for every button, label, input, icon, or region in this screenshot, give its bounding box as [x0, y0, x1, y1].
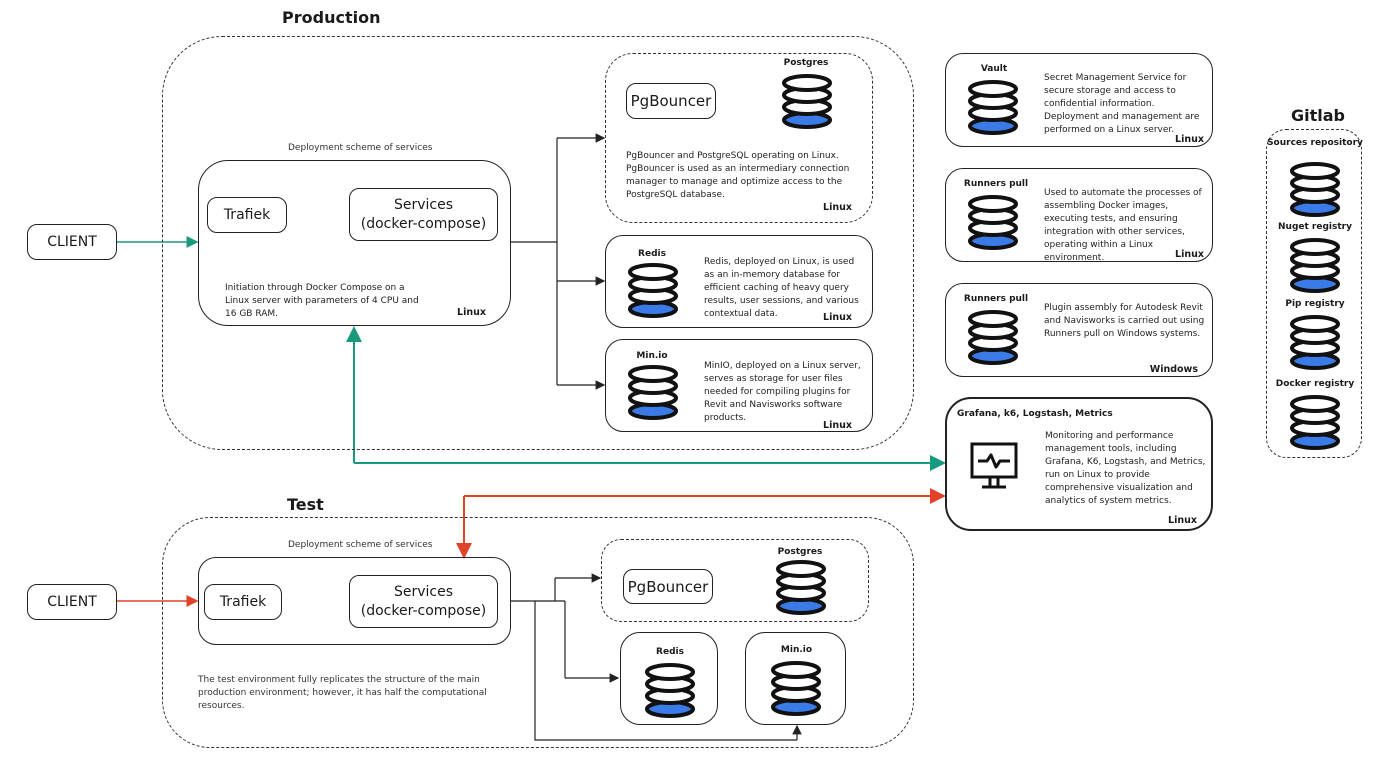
services-sublabel: (docker-compose)	[360, 215, 487, 232]
runners-linux-database-icon	[966, 195, 1020, 256]
vault-box[interactable]: Vault Secret Management Service for secu…	[945, 53, 1213, 147]
runners-windows-database-icon	[966, 310, 1020, 371]
runners-linux-label: Runners pull	[963, 179, 1029, 189]
test-desc: The test environment fully replicates th…	[198, 675, 487, 711]
prod-deploy-desc: Initiation through Docker Compose on a L…	[225, 283, 419, 319]
prod-deployment-box[interactable]: Trafiek Services (docker-compose) Initia…	[198, 160, 511, 326]
runners-windows-label: Runners pull	[963, 294, 1029, 304]
gitlab-item-label: Sources repository	[1267, 138, 1363, 148]
nuget-registry-database-icon	[1288, 238, 1342, 299]
services-sublabel: (docker-compose)	[360, 602, 487, 619]
trafiek-label: Trafiek	[223, 207, 271, 223]
services-label: Services	[393, 583, 454, 600]
prod-services-to-db-lines	[510, 138, 558, 385]
gitlab-title: Gitlab	[1291, 106, 1345, 125]
prod-minio-box[interactable]: Min.io MinIO, deployed on a Linux server…	[605, 339, 873, 432]
monitoring-os: Linux	[1168, 515, 1197, 526]
test-postgres-label: Postgres	[777, 547, 823, 557]
monitor-chart-icon	[970, 442, 1018, 489]
postgres-database-icon	[780, 74, 834, 135]
client-label: CLIENT	[47, 234, 97, 250]
docker-registry-database-icon	[1288, 395, 1342, 456]
monitoring-desc: Monitoring and performance management to…	[1045, 431, 1206, 506]
prod-deploy-caption: Deployment scheme of services	[288, 143, 433, 153]
monitoring-box[interactable]: Grafana, k6, Logstash, Metrics Monitorin…	[945, 397, 1213, 531]
pip-registry-database-icon	[1288, 315, 1342, 376]
prod-services-box[interactable]: Services (docker-compose)	[349, 188, 498, 241]
pgbouncer-label: PgBouncer	[627, 577, 709, 596]
vault-database-icon	[966, 80, 1020, 141]
production-title: Production	[282, 8, 381, 27]
test-services-box[interactable]: Services (docker-compose)	[349, 575, 498, 628]
gitlab-group: Sources repository Nuget registry Pip re…	[1266, 129, 1363, 458]
runners-linux-os: Linux	[1175, 249, 1204, 260]
test-postgres-group[interactable]: PgBouncer Postgres	[601, 539, 869, 622]
services-label: Services	[393, 196, 454, 213]
prod-trafiek-box[interactable]: Trafiek	[207, 197, 287, 233]
prod-redis-box[interactable]: Redis Redis, deployed on Linux, is used …	[605, 235, 873, 328]
gitlab-item-label: Pip registry	[1285, 299, 1345, 309]
test-client-box[interactable]: CLIENT	[27, 584, 117, 620]
runners-windows-os: Windows	[1149, 364, 1198, 375]
test-redis-label: Redis	[656, 647, 684, 657]
pgbouncer-label: PgBouncer	[630, 92, 712, 110]
test-services-to-db-lines	[510, 578, 797, 741]
trafiek-label: Trafiek	[219, 594, 267, 610]
test-title: Test	[287, 495, 324, 514]
postgres-label: Postgres	[783, 58, 829, 68]
sources-repository-database-icon	[1288, 162, 1342, 223]
vault-os: Linux	[1175, 134, 1204, 145]
postgres-os: Linux	[823, 202, 852, 213]
test-redis-database-icon	[643, 663, 697, 724]
redis-database-icon	[626, 263, 680, 324]
test-postgres-database-icon	[774, 560, 828, 621]
redis-label: Redis	[638, 249, 666, 259]
test-minio-database-icon	[769, 661, 823, 722]
runners-linux-box[interactable]: Runners pull Used to automate the proces…	[945, 168, 1213, 263]
gitlab-item-label: Docker registry	[1275, 379, 1355, 389]
client-label: CLIENT	[47, 594, 97, 610]
gitlab-item-label: Nuget registry	[1278, 222, 1352, 232]
minio-database-icon	[626, 365, 680, 426]
minio-desc: MinIO, deployed on a Linux server, serve…	[704, 361, 861, 423]
redis-desc: Redis, deployed on Linux, is used as an …	[704, 257, 859, 319]
test-deploy-caption: Deployment scheme of services	[288, 540, 433, 550]
runners-windows-box[interactable]: Runners pull Plugin assembly for Autodes…	[945, 283, 1213, 377]
prod-client-box[interactable]: CLIENT	[27, 224, 117, 260]
production-environment	[162, 36, 914, 450]
vault-label: Vault	[980, 64, 1008, 74]
prod-pgbouncer-box[interactable]: PgBouncer	[626, 83, 716, 119]
test-environment	[162, 517, 914, 748]
test-trafiek-box[interactable]: Trafiek	[204, 584, 282, 620]
minio-os: Linux	[823, 420, 852, 431]
test-pgbouncer-box[interactable]: PgBouncer	[623, 569, 713, 604]
vault-desc: Secret Management Service for secure sto…	[1044, 73, 1200, 135]
prod-postgres-group[interactable]: PgBouncer Postgres PgBouncer and Postgre…	[605, 53, 873, 223]
monitoring-label: Grafana, k6, Logstash, Metrics	[957, 409, 1113, 419]
minio-label: Min.io	[636, 351, 668, 361]
postgres-desc: PgBouncer and PostgreSQL operating on Li…	[626, 151, 850, 200]
test-redis-box[interactable]: Redis	[620, 632, 718, 725]
runners-linux-desc: Used to automate the processes of assemb…	[1044, 188, 1202, 263]
redis-os: Linux	[823, 312, 852, 323]
test-minio-box[interactable]: Min.io	[745, 632, 846, 725]
test-minio-label: Min.io	[780, 645, 813, 655]
prod-deploy-os: Linux	[457, 307, 486, 318]
runners-windows-desc: Plugin assembly for Autodesk Revit and N…	[1044, 303, 1205, 339]
test-deployment-box[interactable]: Trafiek Services (docker-compose)	[198, 557, 511, 645]
